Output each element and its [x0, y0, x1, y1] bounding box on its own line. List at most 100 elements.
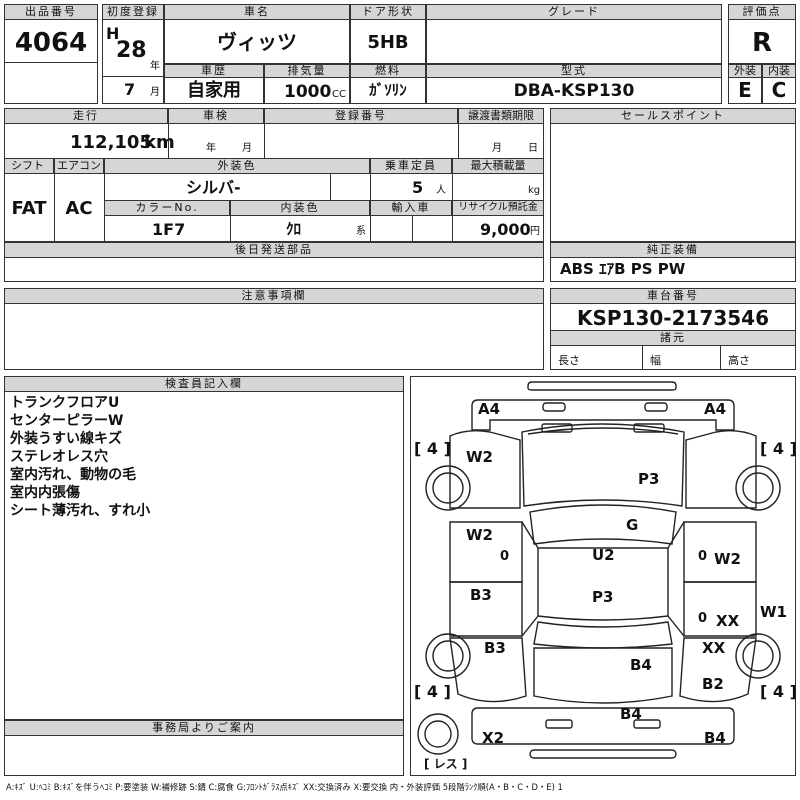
mark-b3-rear-left: B3	[484, 639, 506, 657]
width-label: 幅	[650, 354, 661, 367]
sales-points-label: セールスポイント	[550, 108, 796, 124]
mark-g-windshield: G	[626, 516, 639, 534]
recycle-unit: 円	[530, 226, 540, 237]
car-outline	[417, 381, 781, 759]
mark-xx-right-1: XX	[716, 612, 740, 630]
note-line: トランクフロアU	[10, 395, 120, 411]
mark-b4-rear: B4	[630, 656, 652, 674]
capacity-label: 乗車定員	[370, 158, 452, 174]
note-line: センターピラーW	[10, 413, 124, 429]
load-unit: kg	[528, 185, 541, 196]
ac-value: AC	[65, 198, 93, 219]
inspector-box	[4, 376, 404, 720]
grade-label: グレード	[426, 4, 722, 20]
car-name: ヴィッツ	[217, 30, 297, 54]
exterior-label: 外装	[728, 64, 762, 78]
ext-color-value: シルバ-	[186, 178, 241, 197]
sales-points-box	[550, 108, 796, 242]
int-color-label: 内装色	[230, 200, 370, 216]
recycle-value: 9,000	[480, 220, 531, 239]
interior-label: 内装	[762, 64, 796, 78]
mark-p3-hood: P3	[638, 470, 660, 488]
mileage-label: 走行	[4, 108, 168, 124]
displacement-label: 排気量	[264, 64, 350, 78]
reg-no-label: 登録番号	[264, 108, 458, 124]
reg-year: 28	[116, 38, 147, 63]
history-label: 車歴	[164, 64, 264, 78]
shift-label: シフト	[4, 158, 54, 174]
genuine-value: ABS ｴｱB PS PW	[560, 260, 686, 278]
inspection-year-unit: 年	[206, 143, 216, 154]
mark-p3-roof: P3	[592, 588, 614, 606]
note-line: 外装うすい線キズ	[10, 431, 122, 447]
note-line: 室内内張傷	[10, 485, 80, 501]
transfer-label: 譲渡書類期限	[458, 108, 544, 124]
model-label: 型式	[426, 64, 722, 78]
int-color-unit: 系	[356, 226, 366, 237]
tire-tread-rear-left: [ 4 ]	[414, 682, 451, 701]
capacity-unit: 人	[436, 185, 446, 196]
inspection-month-unit: 月	[242, 143, 252, 154]
month-unit: 月	[150, 87, 160, 98]
fuel-value: ｶﾞｿﾘﾝ	[369, 81, 407, 99]
mark-b4-bumper: B4	[620, 705, 642, 723]
genuine-label: 純正装備	[550, 242, 796, 258]
inspector-label: 検査員記入欄	[4, 376, 404, 392]
legend-text: A:ｷｽﾞ U:ﾍｺﾐ B:ｷｽﾞを伴うﾍｺﾐ P:要塗装 W:補修跡 S:錆 …	[6, 783, 563, 792]
score-label: 評価点	[728, 4, 796, 20]
tire-tread-front-left: [ 4 ]	[414, 439, 451, 458]
mark-zero-rear-right: 0	[698, 611, 708, 626]
note-line: ステレオレス穴	[10, 449, 108, 465]
length-label: 長さ	[558, 354, 580, 367]
mark-a4-left: A4	[478, 400, 501, 418]
fuel-label: 燃料	[350, 64, 426, 78]
mark-u2-roof: U2	[592, 546, 615, 564]
height-label: 高さ	[728, 354, 750, 367]
first-reg-box	[102, 4, 164, 104]
spec-table	[4, 108, 544, 242]
note-line: シート薄汚れ、すれ小	[10, 503, 151, 519]
mark-w2-right-door: W2	[714, 550, 741, 568]
shift-value: FAT	[11, 198, 47, 219]
year-unit: 年	[150, 61, 160, 72]
era: H	[106, 24, 120, 43]
transfer-day-unit: 日	[528, 143, 538, 154]
mark-w2-front-left: W2	[466, 448, 493, 466]
mark-w2-left-door: W2	[466, 526, 493, 544]
mark-zero-left: 0	[500, 549, 510, 564]
notes-label: 注意事項欄	[4, 288, 544, 304]
note-line: 室内汚れ、動物の毛	[10, 467, 137, 483]
int-color-value: ｸﾛ	[286, 220, 302, 238]
mileage-value: 112,105	[70, 132, 152, 153]
first-reg-label: 初度登録	[102, 4, 164, 20]
displacement-unit: CC	[332, 89, 346, 100]
load-label: 最大積載量	[452, 158, 544, 174]
inspection-label: 車検	[168, 108, 264, 124]
mark-xx-right-2: XX	[702, 639, 726, 657]
score-value: R	[751, 28, 773, 58]
transfer-month-unit: 月	[492, 143, 502, 154]
mark-zero-right: 0	[698, 549, 708, 564]
mark-b2-right: B2	[702, 675, 724, 693]
mark-w1-right: W1	[760, 603, 787, 621]
interior-grade: C	[771, 78, 787, 102]
mark-a4-right: A4	[704, 400, 727, 418]
color-no-value: 1F7	[152, 220, 186, 239]
dimensions-label: 諸元	[550, 330, 796, 346]
tire-tread-front-right: [ 4 ]	[760, 439, 797, 458]
mileage-unit: km	[144, 132, 175, 153]
recycle-label: リサイクル預託金	[452, 200, 544, 216]
import-label: 輸入車	[370, 200, 452, 216]
displacement-value: 1000	[284, 82, 332, 102]
office-label: 事務局よりご案内	[4, 720, 404, 736]
spare-label: [ レス ]	[424, 757, 468, 771]
chassis-number: KSP130-2173546	[576, 306, 770, 330]
lot-number: 4064	[14, 28, 88, 58]
model-value: DBA-KSP130	[513, 81, 635, 101]
reg-month: 7	[124, 80, 136, 99]
door-type: 5HB	[367, 32, 409, 53]
mark-x2-left: X2	[482, 729, 505, 747]
chassis-label: 車台番号	[550, 288, 796, 304]
exterior-grade: E	[738, 78, 752, 102]
lot-number-box	[4, 4, 98, 104]
